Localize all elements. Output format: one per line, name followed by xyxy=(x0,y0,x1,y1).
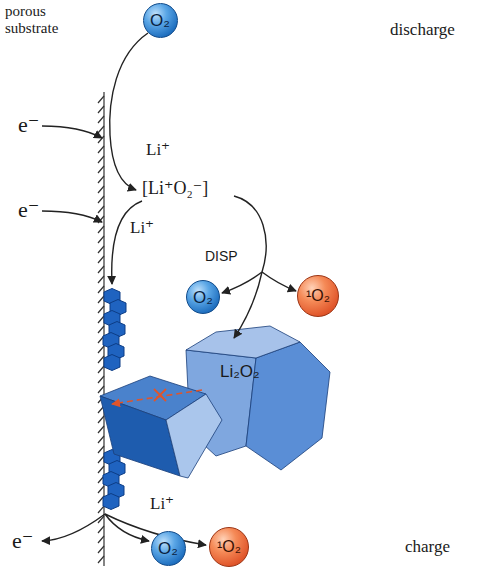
molecule-text: O₂ xyxy=(158,540,178,557)
porous-substrate xyxy=(98,92,104,566)
singlet-oxygen-circle: ¹O₂ xyxy=(297,275,339,317)
molecule-text: ¹O₂ xyxy=(217,539,241,555)
oxygen-circle: O₂ xyxy=(143,3,178,38)
reaction-arrows xyxy=(42,33,296,545)
process-label: discharge xyxy=(390,20,455,40)
oxygen-circle: O₂ xyxy=(151,531,186,566)
process-label: charge xyxy=(405,537,450,557)
product-label: Li₂O₂ xyxy=(220,362,260,382)
ion-label: Li⁺ xyxy=(130,218,154,238)
molecule-text: O₂ xyxy=(150,12,170,29)
molecule-text: O₂ xyxy=(193,289,213,306)
electron-label: e⁻ xyxy=(18,112,39,137)
electron-label: e⁻ xyxy=(12,528,33,553)
blocked-transport-arrow xyxy=(112,389,202,404)
li2o2-crystal xyxy=(100,326,330,478)
substrate-label: porous substrate xyxy=(5,3,85,38)
oxygen-circle: O₂ xyxy=(186,280,220,314)
reaction-label: DISP xyxy=(205,248,238,264)
crystallite-stack xyxy=(103,450,125,510)
electron-label: e⁻ xyxy=(18,197,39,222)
crystallite-stack xyxy=(103,289,126,371)
ion-label: Li⁺ xyxy=(150,494,174,514)
singlet-oxygen-circle: ¹O₂ xyxy=(209,527,249,567)
ion-label: Li⁺ xyxy=(146,140,170,160)
intermediate-label: [Li⁺O₂⁻] xyxy=(142,178,208,199)
molecule-text: ¹O₂ xyxy=(306,288,330,304)
